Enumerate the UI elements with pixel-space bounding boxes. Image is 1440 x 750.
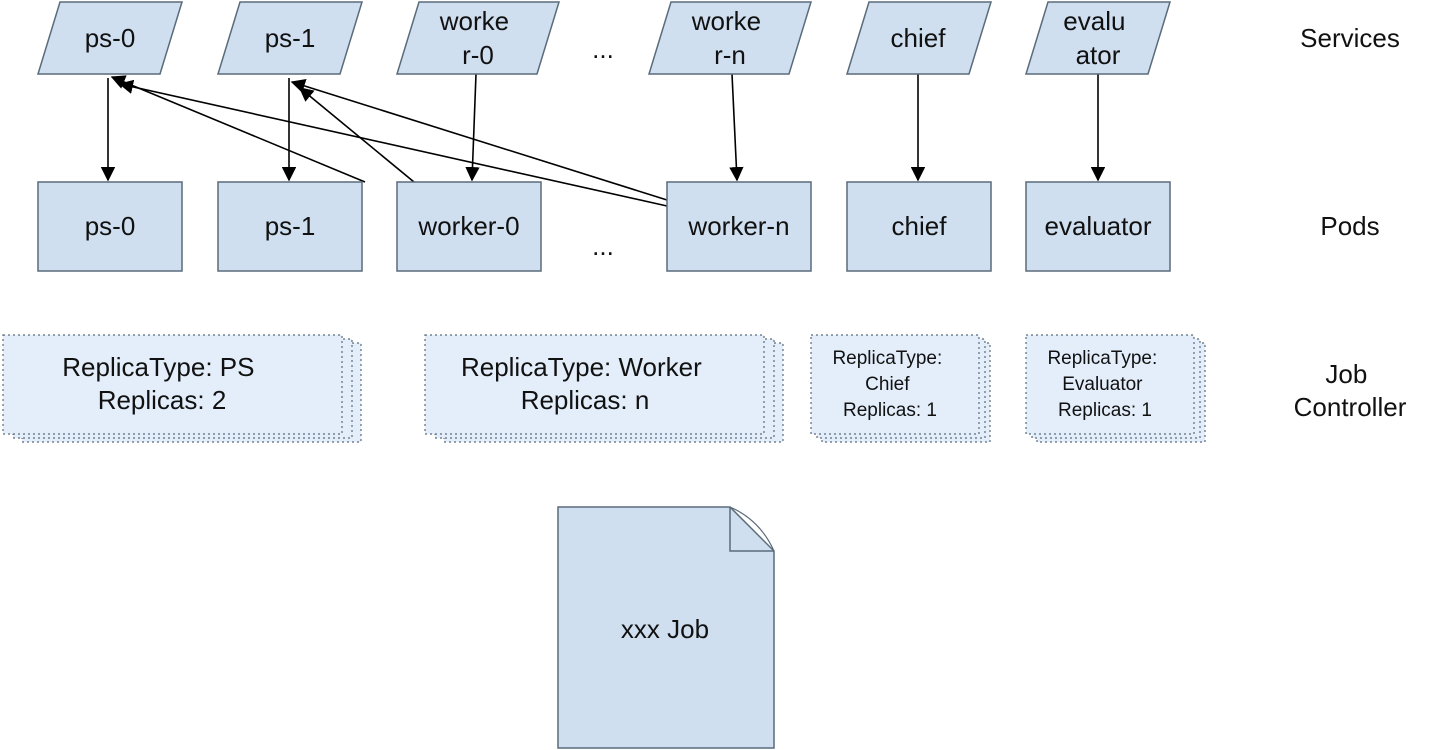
service-worker0[interactable]: worke r-0 bbox=[395, 1, 561, 75]
service-chief-label: chief bbox=[891, 23, 947, 53]
pod-ps1-label: ps-1 bbox=[265, 211, 316, 241]
pod-workern-label: worker-n bbox=[687, 211, 789, 241]
service-ps1-label: ps-1 bbox=[265, 23, 316, 53]
job-document[interactable]: xxx Job bbox=[557, 506, 775, 749]
pod-ps0[interactable]: ps-0 bbox=[37, 181, 183, 272]
pod-worker0[interactable]: worker-0 bbox=[396, 181, 542, 272]
row-label-job-controller: Job Controller bbox=[1294, 359, 1407, 422]
edge-pod-workern-to-svc-ps1 bbox=[290, 79, 668, 201]
service-evaluator-label: evalu ator bbox=[1063, 6, 1132, 70]
edge-pod-worker0-to-svc-ps1 bbox=[298, 87, 415, 183]
controller-evaluator[interactable]: ReplicaType: Evaluator Replicas: 1 bbox=[1025, 334, 1206, 443]
service-ellipsis: ... bbox=[592, 34, 614, 64]
controller-ps[interactable]: ReplicaType: PS Replicas: 2 bbox=[2, 334, 362, 443]
controller-evaluator-label: ReplicaType: Evaluator Replicas: 1 bbox=[1047, 348, 1162, 421]
pod-ps0-label: ps-0 bbox=[85, 211, 136, 241]
row-label-pods: Pods bbox=[1320, 211, 1379, 241]
pod-workern[interactable]: worker-n bbox=[666, 181, 812, 272]
pod-ellipsis: ... bbox=[592, 231, 614, 261]
edge-pod-worker0-to-svc-ps0 bbox=[110, 75, 366, 183]
service-ps1[interactable]: ps-1 bbox=[216, 1, 364, 75]
controller-chief-label: ReplicaType: Chief Replicas: 1 bbox=[832, 348, 947, 421]
service-evaluator[interactable]: evalu ator bbox=[1024, 1, 1172, 75]
edge-pod-workern-to-svc-ps0 bbox=[118, 79, 668, 207]
controller-worker-label: ReplicaType: Worker Replicas: n bbox=[461, 352, 709, 415]
pod-evaluator-label: evaluator bbox=[1045, 211, 1152, 241]
job-document-label: xxx Job bbox=[621, 614, 709, 644]
controller-ps-label: ReplicaType: PS Replicas: 2 bbox=[62, 352, 261, 415]
controller-chief[interactable]: ReplicaType: Chief Replicas: 1 bbox=[810, 334, 991, 443]
service-ps0-label: ps-0 bbox=[85, 23, 136, 53]
edge-svc-workern-to-pod-workern bbox=[729, 73, 744, 182]
pod-evaluator[interactable]: evaluator bbox=[1025, 181, 1171, 272]
service-workern[interactable]: worke r-n bbox=[647, 1, 813, 75]
edge-svc-worker0-to-pod-worker0 bbox=[465, 73, 480, 182]
row-label-services: Services bbox=[1300, 23, 1400, 53]
controller-worker[interactable]: ReplicaType: Worker Replicas: n bbox=[424, 334, 784, 443]
service-workern-label: worke r-n bbox=[691, 6, 769, 70]
pod-chief-label: chief bbox=[892, 211, 948, 241]
pod-ps1[interactable]: ps-1 bbox=[217, 181, 363, 272]
edges bbox=[100, 73, 1106, 207]
pod-worker0-label: worker-0 bbox=[417, 211, 519, 241]
service-worker0-label: worke r-0 bbox=[439, 6, 517, 70]
pod-chief[interactable]: chief bbox=[846, 181, 992, 272]
service-chief[interactable]: chief bbox=[845, 1, 993, 75]
service-ps0[interactable]: ps-0 bbox=[36, 1, 184, 75]
